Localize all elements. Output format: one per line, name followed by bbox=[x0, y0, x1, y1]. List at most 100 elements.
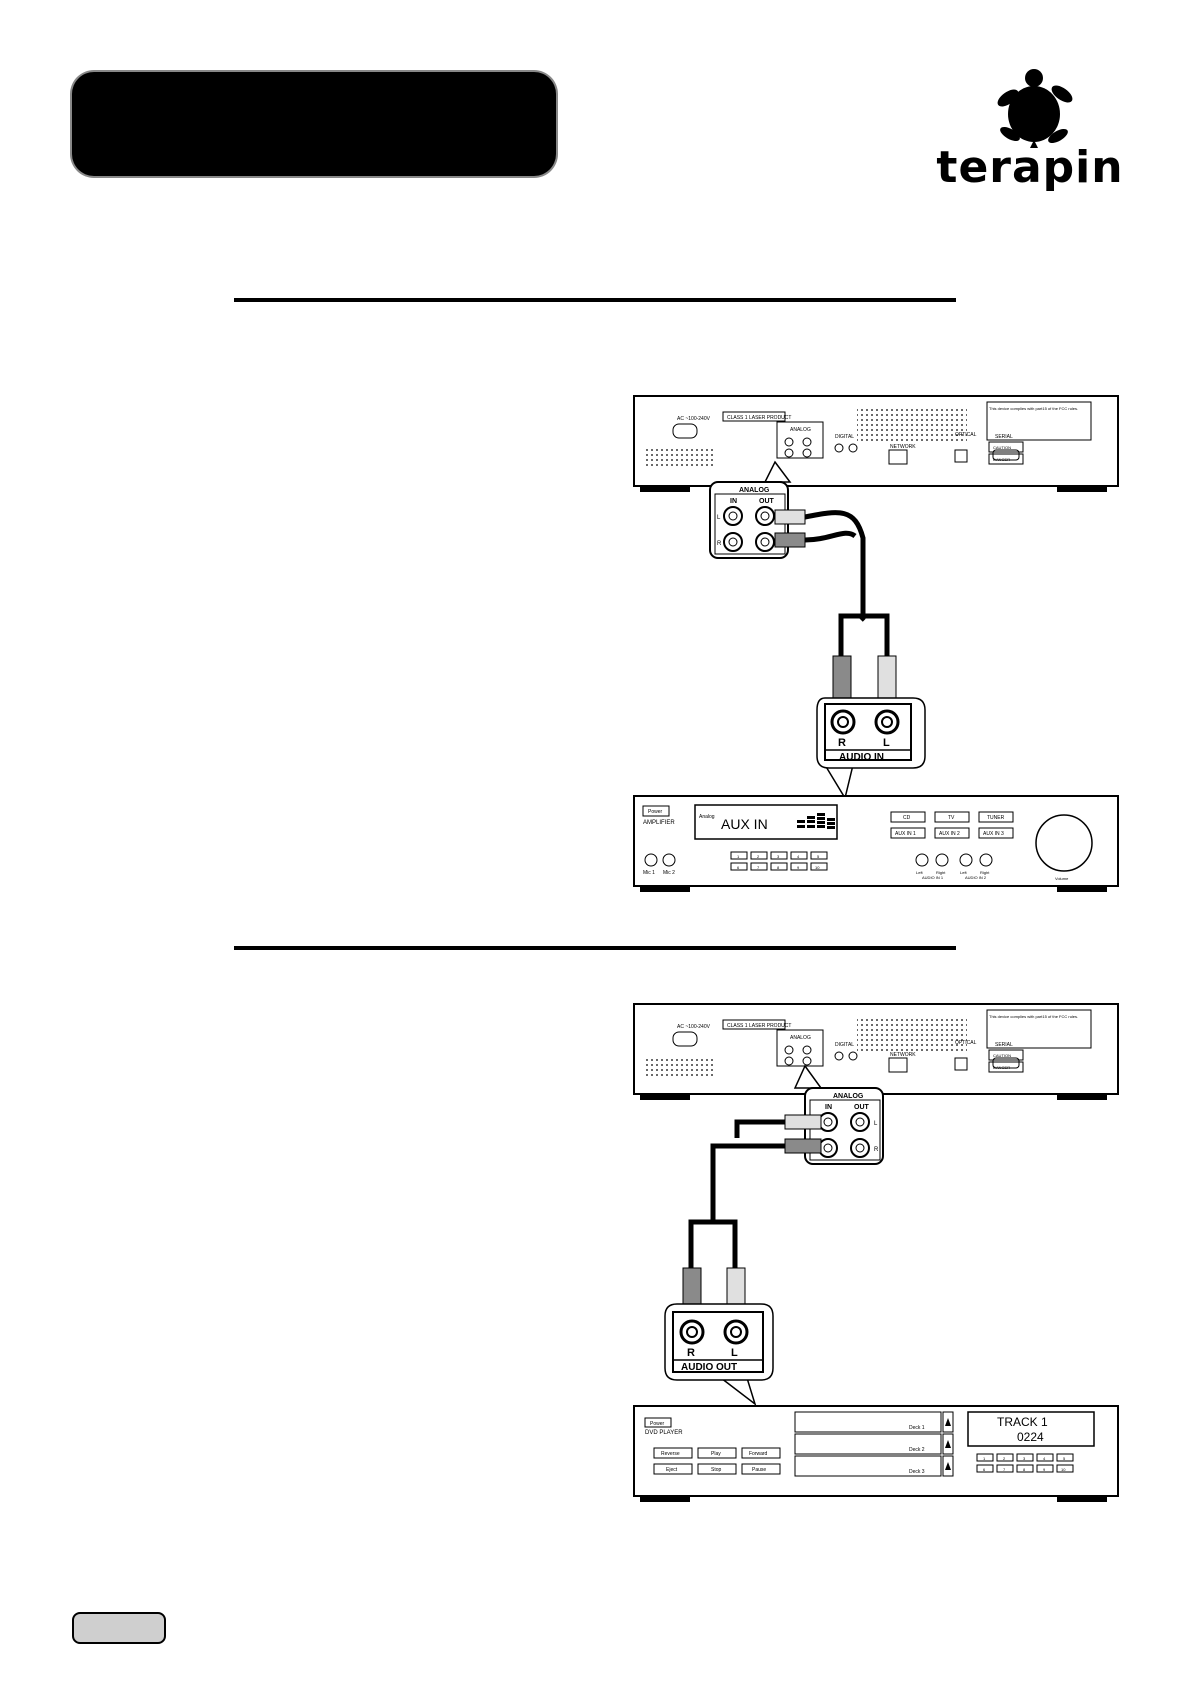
mic-1-label: Mic 1 bbox=[643, 870, 655, 876]
laser-label: CLASS 1 LASER PRODUCT bbox=[727, 415, 791, 421]
dvd-key-2[interactable]: 2 bbox=[1003, 1456, 1006, 1461]
dvd-key-8[interactable]: 8 bbox=[1023, 1467, 1026, 1472]
zoom-title: ANALOG bbox=[739, 487, 770, 494]
page-number-tab bbox=[72, 1612, 166, 1644]
dvd-front-panel: Power DVD PLAYER Reverse Play Forward Ej… bbox=[633, 1405, 1119, 1502]
amp-number-keys: 1 2 3 4 5 6 7 8 9 10 bbox=[730, 851, 828, 871]
brand-logo: terapin bbox=[930, 68, 1130, 198]
eject-button[interactable]: Eject bbox=[666, 1467, 678, 1473]
amp-key-9[interactable]: 9 bbox=[797, 865, 800, 870]
ac-label: AC ~100-240V bbox=[677, 416, 711, 422]
zoom-out-label: OUT bbox=[759, 498, 775, 505]
vent-grid-left bbox=[645, 448, 715, 468]
dvd-key-6[interactable]: 6 bbox=[983, 1467, 986, 1472]
amplifier-front-panel: Power AMPLIFIER Analog AUX IN CD TV TUNE… bbox=[633, 795, 1119, 892]
fcc-text-2: This device complies with part15 of the … bbox=[989, 1014, 1078, 1019]
source-aux1-button[interactable]: AUX IN 1 bbox=[895, 831, 916, 837]
zoom-right-label: R bbox=[717, 541, 722, 547]
amp-key-7[interactable]: 7 bbox=[757, 865, 760, 870]
audio-out-l-label: L bbox=[731, 1347, 738, 1359]
dvd-key-7[interactable]: 7 bbox=[1003, 1467, 1006, 1472]
dvd-key-3[interactable]: 3 bbox=[1023, 1456, 1026, 1461]
aux2-left-label: Left bbox=[960, 870, 968, 875]
network-label-2: NETWORK bbox=[890, 1052, 916, 1058]
title-banner bbox=[72, 72, 556, 176]
danger-label-2: DANGER bbox=[993, 1065, 1010, 1070]
deck-1-eject-icon[interactable] bbox=[945, 1418, 951, 1426]
source-cd-button[interactable]: CD bbox=[903, 815, 911, 821]
amp-power-button[interactable]: Power bbox=[648, 809, 663, 815]
deck-2-eject-icon[interactable] bbox=[945, 1440, 951, 1448]
optical-label: OPTICAL bbox=[955, 432, 977, 438]
amp-key-2[interactable]: 2 bbox=[757, 854, 760, 859]
source-tv-button[interactable]: TV bbox=[948, 815, 955, 821]
amp-device-name: AMPLIFIER bbox=[643, 820, 675, 826]
analog-zoom-callout-2: ANALOG IN OUT L R bbox=[793, 1064, 884, 1165]
dvd-number-keys: 1 2 3 4 5 6 7 8 9 10 bbox=[976, 1453, 1074, 1473]
aux1-right-label: Right bbox=[936, 870, 946, 875]
rear-panel: AC ~100-240V CLASS 1 LASER PRODUCT ANALO… bbox=[633, 395, 1119, 492]
dvd-key-1[interactable]: 1 bbox=[983, 1456, 986, 1461]
analog-label: ANALOG bbox=[790, 427, 811, 433]
zoom-right-label-2: R bbox=[874, 1147, 879, 1153]
optical-label-2: OPTICAL bbox=[955, 1040, 977, 1046]
audio-in-callout: R L AUDIO IN bbox=[816, 697, 926, 800]
aux1-left-label: Left bbox=[916, 870, 924, 875]
reverse-button[interactable]: Reverse bbox=[661, 1451, 680, 1457]
zoom-out-label-2: OUT bbox=[854, 1104, 870, 1111]
analog-zoom-callout: ANALOG IN OUT L R bbox=[709, 460, 792, 559]
ac-label-2: AC ~100-240V bbox=[677, 1024, 711, 1030]
dvd-key-5[interactable]: 5 bbox=[1063, 1456, 1066, 1461]
serial-label: SERIAL bbox=[995, 434, 1013, 440]
audio-out-label: AUDIO OUT bbox=[681, 1362, 737, 1373]
source-aux2-button[interactable]: AUX IN 2 bbox=[939, 831, 960, 837]
source-tuner-button[interactable]: TUNER bbox=[987, 815, 1005, 821]
section-rule-top bbox=[234, 298, 956, 302]
audio-in-r-label: R bbox=[838, 737, 846, 749]
mic-2-label: Mic 2 bbox=[663, 870, 675, 876]
rear-panel-2: AC ~100-240V CLASS 1 LASER PRODUCT ANALO… bbox=[633, 1003, 1119, 1100]
laser-label-2: CLASS 1 LASER PRODUCT bbox=[727, 1023, 791, 1029]
deck-2-label: Deck 2 bbox=[909, 1447, 925, 1453]
deck-3-eject-icon[interactable] bbox=[945, 1462, 951, 1470]
audio-in-label: AUDIO IN bbox=[839, 752, 884, 763]
source-aux3-button[interactable]: AUX IN 3 bbox=[983, 831, 1004, 837]
amp-key-1[interactable]: 1 bbox=[737, 854, 740, 859]
aux-group-1-label: AUDIO IN 1 bbox=[922, 875, 944, 880]
amp-key-10[interactable]: 10 bbox=[815, 865, 820, 870]
fcc-text: This device complies with part15 of the … bbox=[989, 406, 1078, 411]
dvd-connection-diagram: AC ~100-240V CLASS 1 LASER PRODUCT ANALO… bbox=[625, 998, 1125, 1558]
pause-button[interactable]: Pause bbox=[752, 1467, 766, 1473]
forward-button[interactable]: Forward bbox=[749, 1451, 768, 1457]
play-button[interactable]: Play bbox=[711, 1451, 721, 1457]
amp-key-3[interactable]: 3 bbox=[777, 854, 780, 859]
amp-key-8[interactable]: 8 bbox=[777, 865, 780, 870]
stop-button[interactable]: Stop bbox=[711, 1467, 722, 1473]
caution-label: CAUTION bbox=[993, 445, 1011, 450]
zoom-left-label: L bbox=[717, 515, 721, 521]
dvd-key-10[interactable]: 10 bbox=[1061, 1467, 1066, 1472]
deck-1-label: Deck 1 bbox=[909, 1425, 925, 1431]
dvd-key-9[interactable]: 9 bbox=[1043, 1467, 1046, 1472]
amplifier-connection-diagram: AC ~100-240V CLASS 1 LASER PRODUCT ANALO… bbox=[625, 388, 1125, 948]
brand-wordmark: terapin bbox=[936, 142, 1124, 193]
section-rule-middle bbox=[234, 946, 956, 950]
serial-label-2: SERIAL bbox=[995, 1042, 1013, 1048]
audio-out-callout: R L AUDIO OUT bbox=[664, 1303, 774, 1407]
aux-group-2-label: AUDIO IN 2 bbox=[965, 875, 987, 880]
zoom-in-label-2: IN bbox=[825, 1104, 832, 1111]
dvd-power-button[interactable]: Power bbox=[650, 1421, 665, 1427]
network-label: NETWORK bbox=[890, 444, 916, 450]
amp-key-5[interactable]: 5 bbox=[817, 854, 820, 859]
dvd-key-4[interactable]: 4 bbox=[1043, 1456, 1046, 1461]
amplifier-diagram-svg: AC ~100-240V CLASS 1 LASER PRODUCT ANALO… bbox=[633, 395, 1119, 892]
zoom-in-label: IN bbox=[730, 498, 737, 505]
deck-3-label: Deck 3 bbox=[909, 1469, 925, 1475]
volume-knob-label[interactable]: Volume bbox=[1055, 876, 1069, 881]
rca-cable bbox=[774, 509, 897, 703]
dvd-display-line1: TRACK 1 bbox=[997, 1415, 1048, 1429]
amp-display-text: AUX IN bbox=[721, 816, 768, 832]
amp-key-4[interactable]: 4 bbox=[797, 854, 800, 859]
amp-key-6[interactable]: 6 bbox=[737, 865, 740, 870]
zoom-left-label-2: L bbox=[874, 1121, 878, 1127]
